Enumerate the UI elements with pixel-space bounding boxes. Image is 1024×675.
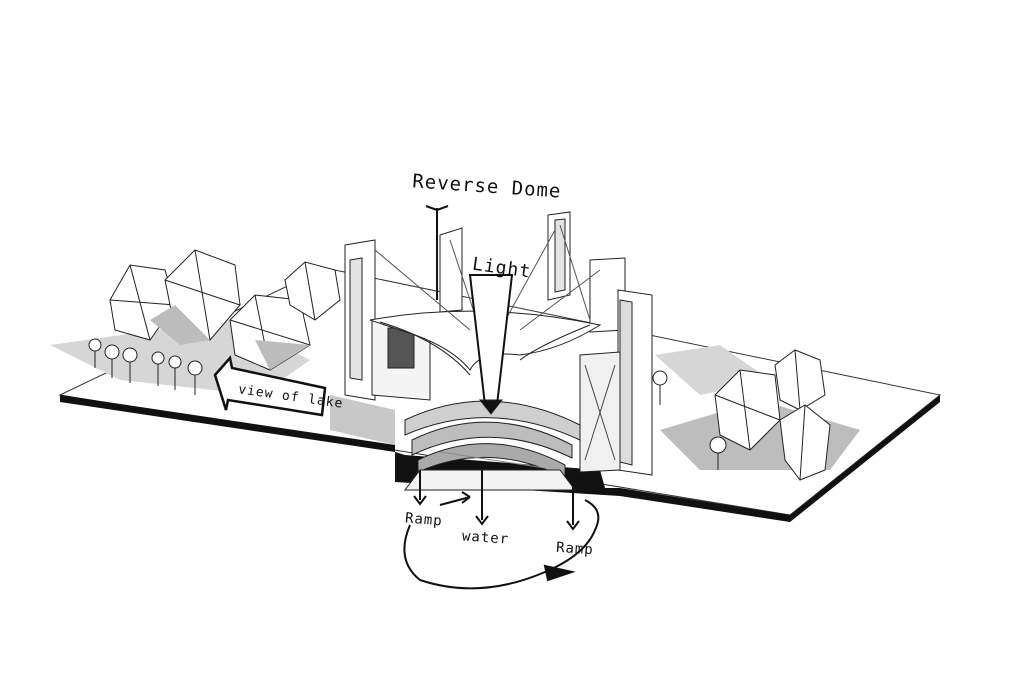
small-trees-left (88, 338, 203, 395)
label-ramp-right: Ramp (556, 540, 595, 559)
annotation-strokes (213, 205, 600, 590)
label-water: water (461, 528, 509, 547)
label-ramp-left: Ramp (404, 510, 443, 529)
label-reverse-dome: Reverse Dome (412, 170, 562, 202)
building-section (344, 211, 653, 491)
trees-right (652, 349, 831, 481)
tree-shadows-left (150, 305, 310, 370)
